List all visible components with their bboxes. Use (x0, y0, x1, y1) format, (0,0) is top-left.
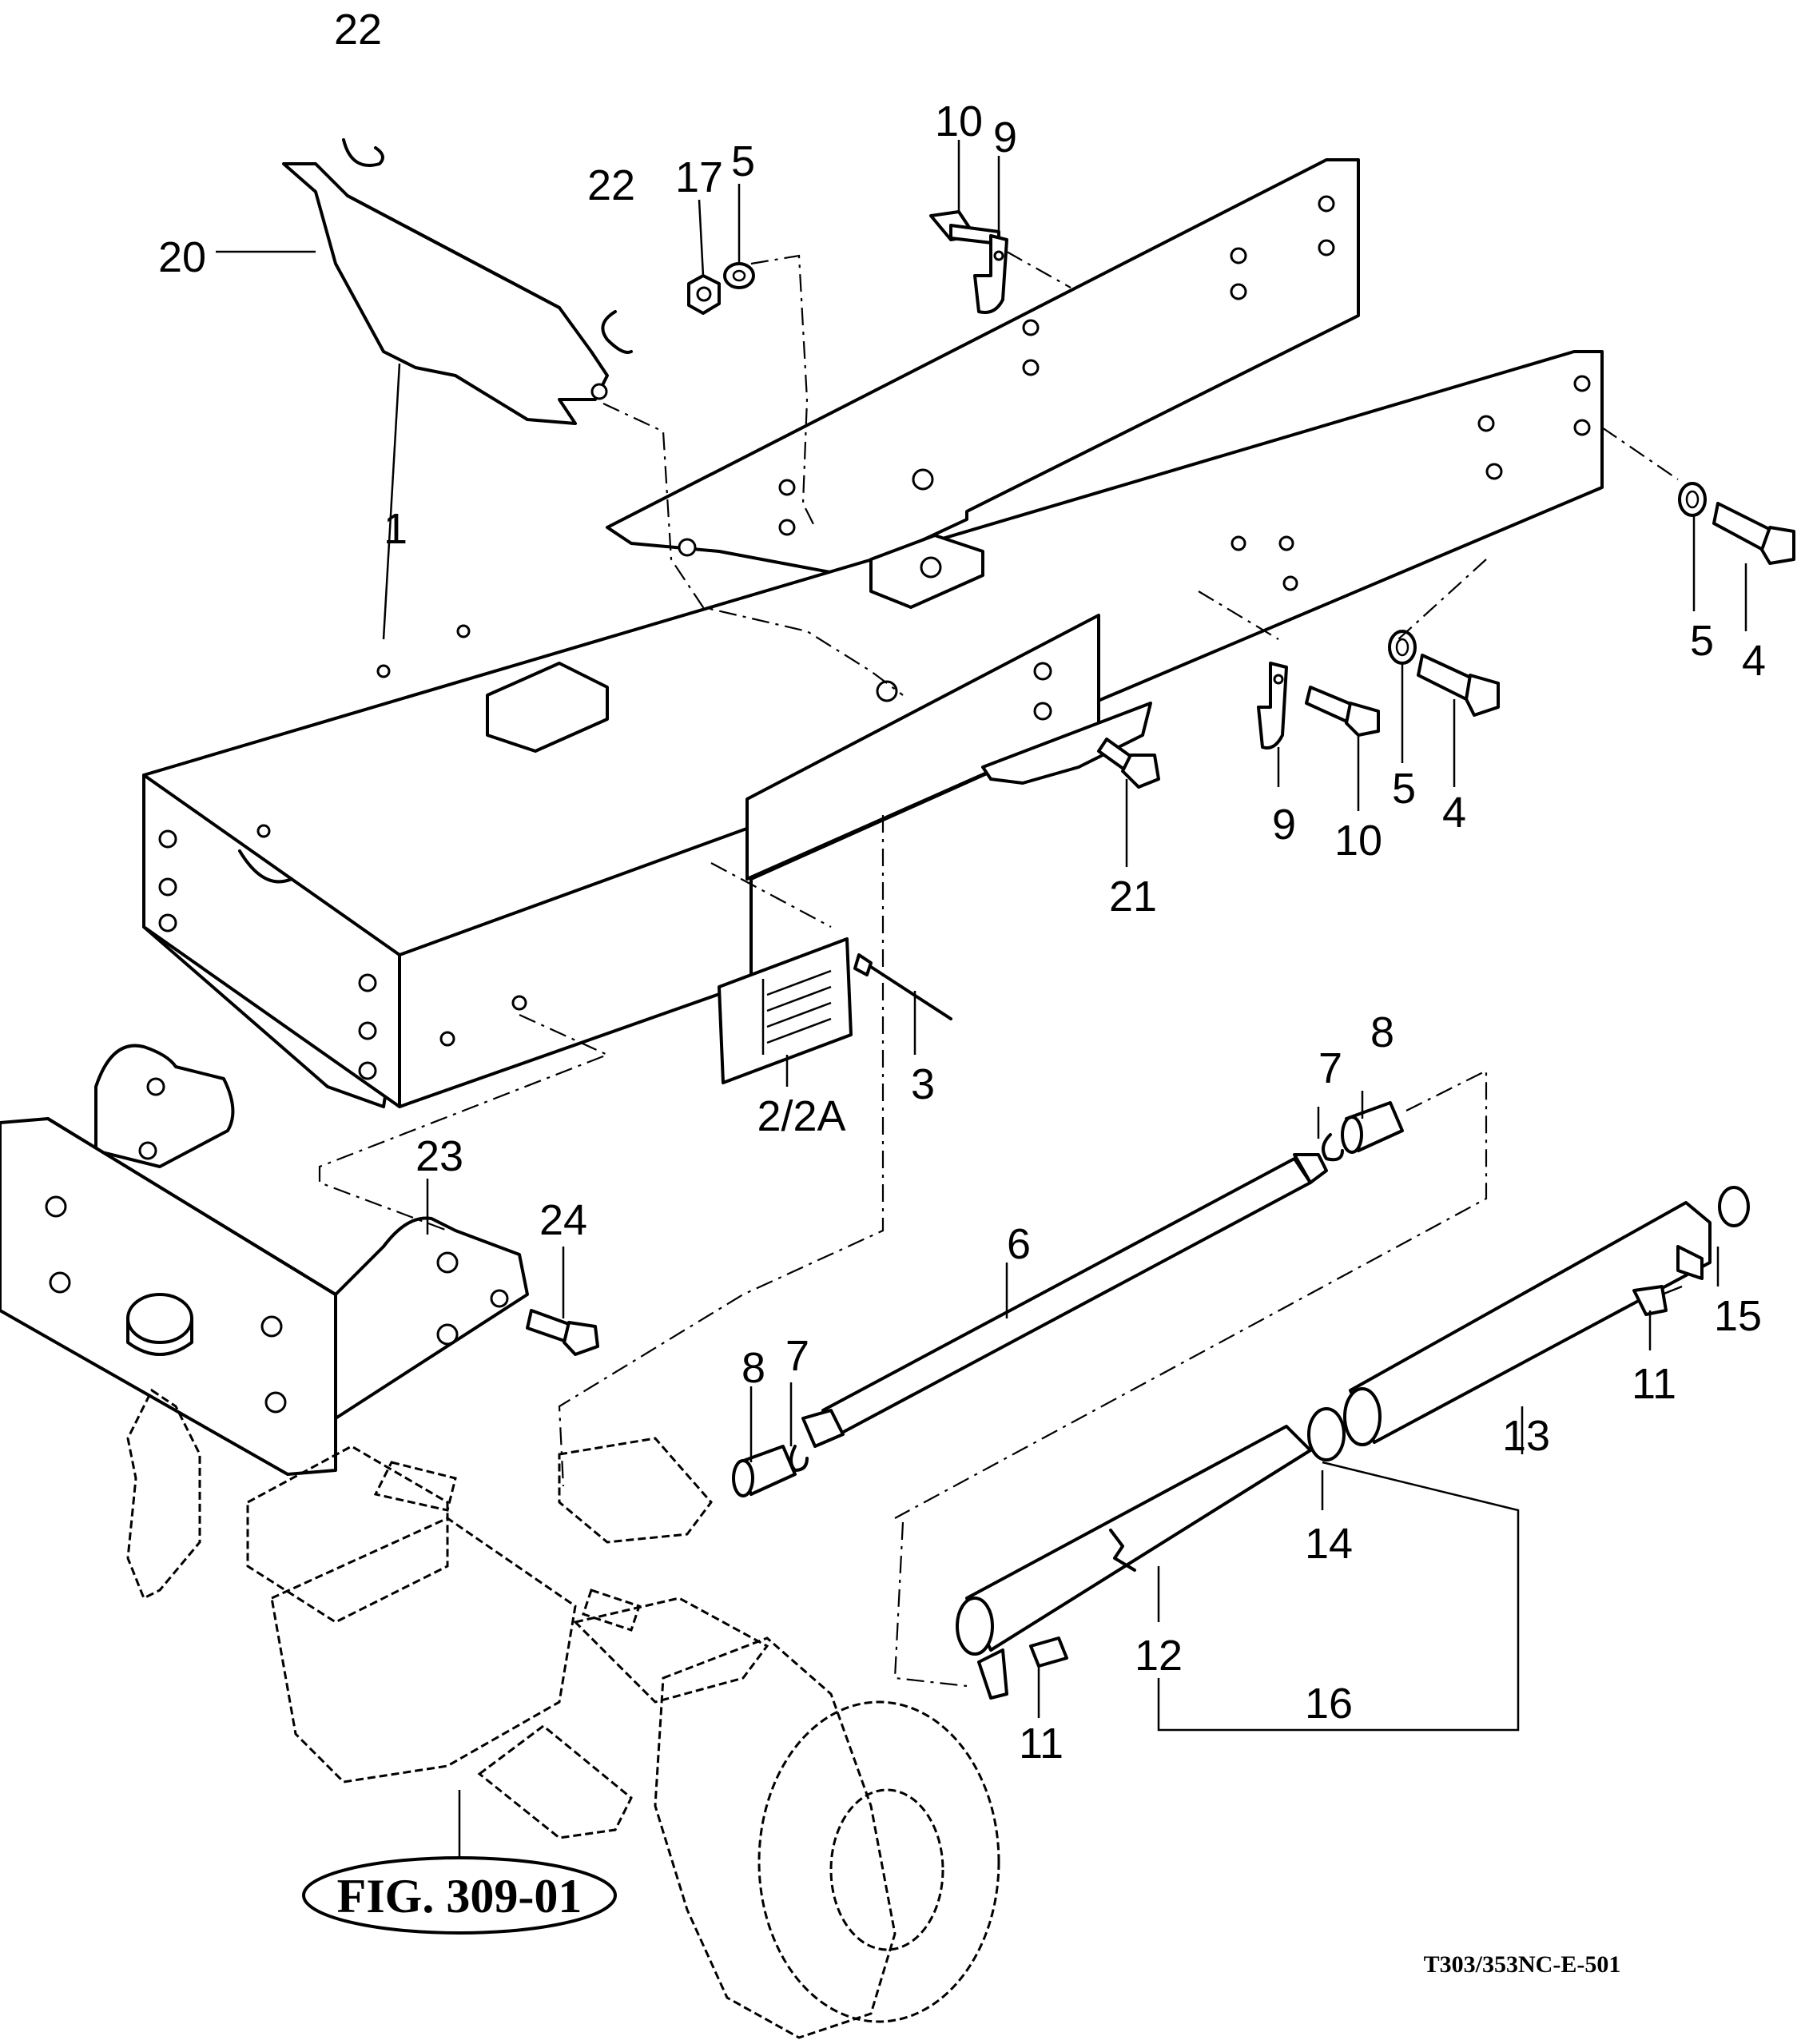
bushing-part-8-right (1341, 1101, 1404, 1154)
clip-bracket-part-9-lower (1257, 662, 1288, 750)
seal-ring-part-15 (1718, 1186, 1750, 1227)
bolt-part-11-right (1632, 1285, 1683, 1316)
callout-23: 23 (415, 1132, 463, 1180)
callout-11-right: 11 (1632, 1360, 1676, 1408)
figure-reference-label: FIG. 309-01 (302, 1856, 617, 1935)
seal-ring-part-14 (1307, 1407, 1346, 1461)
callout-9-top: 9 (993, 113, 1017, 161)
retaining-clip-part-22-right (601, 310, 633, 354)
bolt-part-4-right (1712, 502, 1795, 565)
callout-22-top: 22 (334, 6, 382, 54)
callout-10-lower: 10 (1334, 817, 1382, 865)
callout-5-middle: 5 (1392, 765, 1416, 813)
callout-1: 1 (384, 505, 408, 553)
callout-5-right: 5 (1690, 617, 1714, 665)
callout-7-right: 7 (1318, 1044, 1342, 1092)
callout-11-lower: 11 (1019, 1720, 1064, 1768)
callout-10-top: 10 (935, 97, 983, 145)
o-ring-part-7-right (1322, 1133, 1344, 1162)
washer-part-5-top (723, 262, 755, 289)
assembly-reference-lines (318, 251, 1679, 1688)
drawing-code: T303/353NC-E-501 (1424, 1951, 1621, 1978)
callout-15: 15 (1714, 1292, 1762, 1340)
front-bracket-part-23 (0, 1044, 529, 1476)
bolt-part-21 (1097, 738, 1160, 789)
rivet-part-3 (853, 953, 952, 1020)
callout-24: 24 (539, 1196, 587, 1244)
clip-bracket-part-9-top (973, 234, 1008, 314)
callout-12: 12 (1135, 1632, 1183, 1680)
nut-part-17 (687, 274, 721, 315)
group-bracket-12-16 (1157, 1461, 1520, 1732)
callout-22-right: 22 (587, 161, 635, 209)
bolt-part-11-lower (1029, 1636, 1068, 1668)
o-ring-part-7-left (789, 1445, 809, 1472)
washer-part-5-right (1678, 482, 1707, 517)
decal-plate-part-2-2a (718, 937, 853, 1084)
frame-lower-bracket (981, 702, 1152, 785)
guard-plate-part-20 (282, 162, 609, 425)
callout-4-middle: 4 (1442, 789, 1466, 837)
callout-16: 16 (1305, 1680, 1353, 1728)
callout-numbers: 22 22 20 17 5 10 9 1 5 4 5 4 9 10 21 3 2… (158, 6, 1766, 1768)
callout-7-left: 7 (785, 1332, 809, 1380)
tube-part-13 (1343, 1201, 1712, 1446)
retaining-clip-part-22-top (342, 138, 384, 167)
bolt-part-10-lower (1305, 686, 1380, 737)
axle-housing-reference-outline (126, 1388, 1000, 2039)
callout-6: 6 (1007, 1220, 1031, 1268)
callout-9-lower: 9 (1272, 801, 1296, 849)
shaft-part-6 (801, 1153, 1328, 1448)
figure-reference-text: FIG. 309-01 (337, 1870, 582, 1923)
callout-2-2a: 2/2A (757, 1092, 845, 1140)
callout-20: 20 (158, 233, 206, 281)
bolt-part-24 (526, 1309, 599, 1356)
callout-13: 13 (1502, 1412, 1550, 1460)
bolt-part-4-middle (1417, 654, 1500, 717)
callout-8-right: 8 (1370, 1008, 1394, 1056)
callout-17: 17 (675, 153, 723, 201)
callout-14: 14 (1305, 1520, 1353, 1568)
bushing-part-8-left (732, 1445, 797, 1497)
pipe-part-12 (956, 1425, 1312, 1700)
callout-5-top: 5 (731, 137, 755, 185)
callout-8-left: 8 (741, 1344, 765, 1392)
callout-4-right: 4 (1742, 637, 1766, 685)
callout-21: 21 (1109, 873, 1157, 921)
bolt-part-10-top (929, 210, 1000, 245)
callout-3: 3 (911, 1060, 935, 1108)
